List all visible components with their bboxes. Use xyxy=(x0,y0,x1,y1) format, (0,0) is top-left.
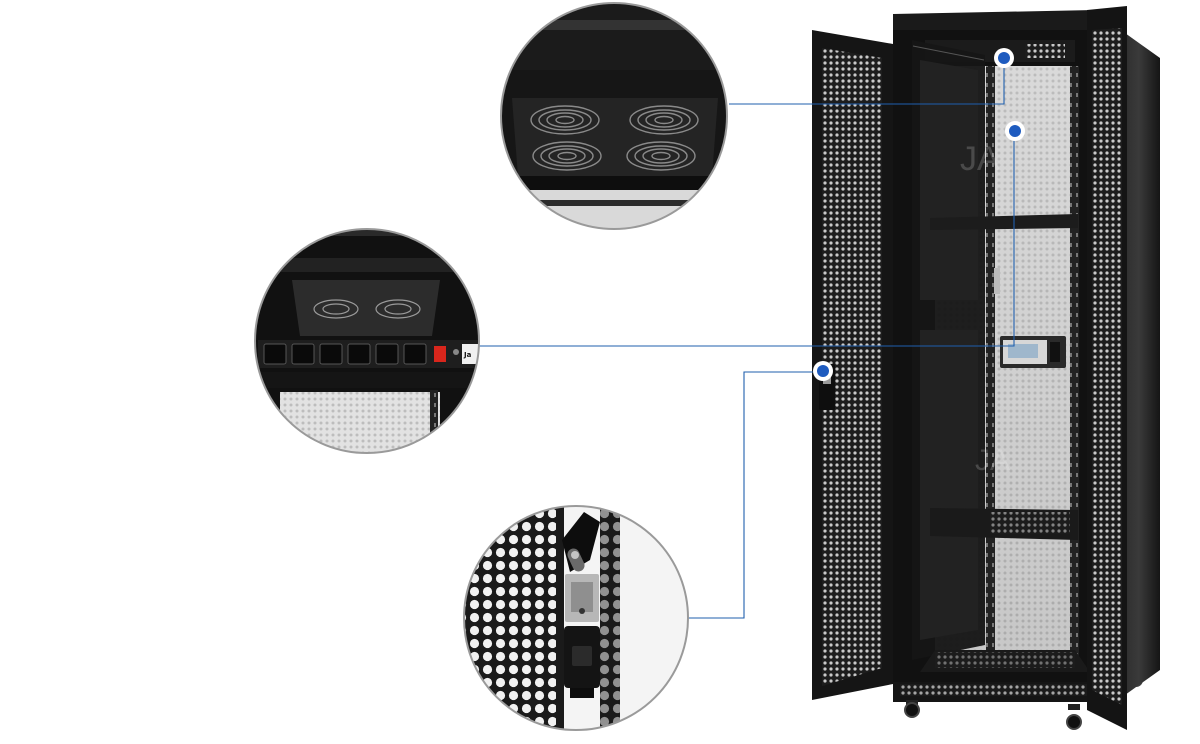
callout-markers[interactable] xyxy=(813,48,1025,381)
circle-border-bottom xyxy=(463,505,689,731)
fan-icon-3 xyxy=(532,141,602,171)
pdu-badge xyxy=(462,344,478,364)
mounting-rail-left xyxy=(986,66,995,656)
fan-icon-1 xyxy=(530,105,600,135)
inner-key-icon xyxy=(994,268,1000,294)
callout-line-fan xyxy=(729,60,1005,105)
rack-cabinet: JA JA xyxy=(812,6,1160,730)
callout-line-pdu xyxy=(479,132,1015,347)
circle-border-top xyxy=(500,2,728,230)
callout-lines xyxy=(479,60,1015,619)
power-switch-icon xyxy=(434,346,446,362)
fan-icon-2 xyxy=(629,105,699,135)
mounting-rail-right xyxy=(1070,66,1079,656)
marker-handle[interactable] xyxy=(813,361,833,381)
pdu-badge-text: Ja xyxy=(463,351,472,359)
brand-watermark: JA xyxy=(960,140,1000,178)
handle-lock-icon xyxy=(562,512,600,698)
shelf-upper xyxy=(930,214,1078,230)
detail-circle-handle xyxy=(463,505,689,731)
fan-tray-icon xyxy=(512,98,718,176)
circle-border-mid xyxy=(254,228,480,454)
detail-circle-pdu: Ja xyxy=(254,228,480,454)
marker-fan[interactable] xyxy=(994,48,1014,68)
brand-watermark-lower: JA xyxy=(975,444,1010,477)
detail-circle-fan-tray xyxy=(500,2,728,230)
fan-icon-4 xyxy=(626,141,696,171)
marker-pdu[interactable] xyxy=(1005,121,1025,141)
callout-line-handle xyxy=(688,371,820,619)
side-panel xyxy=(1118,28,1160,700)
